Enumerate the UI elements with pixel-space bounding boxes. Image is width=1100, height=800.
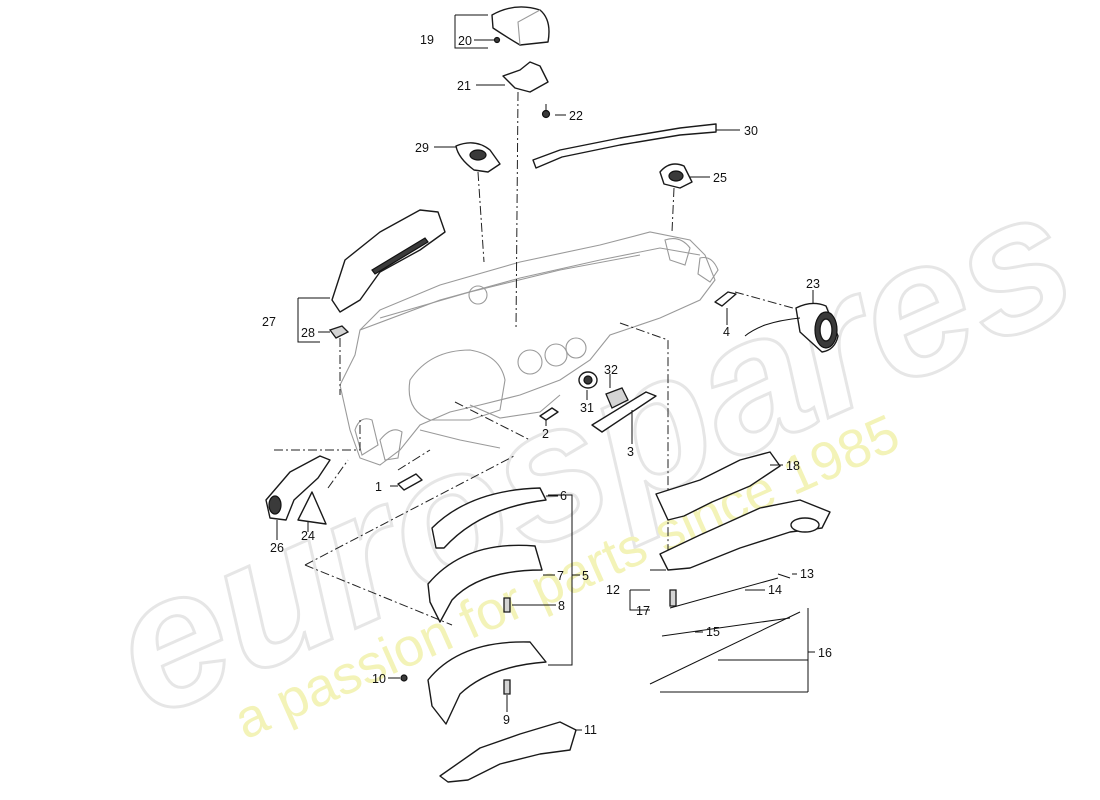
screw-22-part [541, 104, 551, 119]
callout-21: 21 [457, 79, 471, 93]
dashboard-outline [339, 231, 719, 466]
callout-22: 22 [569, 109, 583, 123]
callout-14: 14 [768, 583, 782, 597]
bracket-1-part [397, 473, 423, 491]
cover-6-part [431, 487, 547, 549]
callout-24: 24 [301, 529, 315, 543]
trim-7-part [427, 544, 543, 623]
callout-1: 1 [375, 480, 382, 494]
seal-strip-30-part [532, 123, 717, 169]
callout-13: 13 [800, 567, 814, 581]
callout-5: 5 [582, 569, 589, 583]
callout-20: 20 [458, 34, 472, 48]
callout-2: 2 [542, 427, 549, 441]
callout-29: 29 [415, 141, 429, 155]
lower-carrier-12-part [659, 499, 831, 571]
rod-13-part [777, 573, 791, 579]
callout-6: 6 [560, 489, 567, 503]
callout-12: 12 [606, 583, 620, 597]
callout-26: 26 [270, 541, 284, 555]
clip-28-part [328, 325, 350, 339]
rod-16-part [649, 611, 801, 685]
screw-8-part [503, 597, 511, 613]
side-vent-26-part [265, 455, 331, 521]
callout-17: 17 [636, 604, 650, 618]
callout-18: 18 [786, 459, 800, 473]
callout-10: 10 [372, 672, 386, 686]
corner-trim-24-part [297, 491, 327, 525]
callout-25: 25 [713, 171, 727, 185]
callout-3: 3 [627, 445, 634, 459]
side-vent-25-part [659, 163, 693, 189]
callout-7: 7 [557, 569, 564, 583]
instrument-hood-part [491, 6, 550, 46]
defroster-duct-27-part [331, 209, 446, 313]
screw-10-part [400, 674, 408, 682]
callout-28: 28 [301, 326, 315, 340]
bracket-21-part [502, 61, 549, 93]
callout-15: 15 [706, 625, 720, 639]
callout-9: 9 [503, 713, 510, 727]
callout-11: 11 [584, 723, 597, 737]
callout-27: 27 [262, 315, 276, 329]
screw-9-part [503, 679, 511, 695]
screw-17-part [669, 589, 677, 607]
rod-15-part [661, 617, 791, 637]
callout-16: 16 [818, 646, 832, 660]
callout-8: 8 [558, 599, 565, 613]
assembly-lines [274, 91, 801, 626]
trim-strip-3-part [591, 391, 657, 433]
lower-cover-5-part [427, 641, 547, 725]
callout-labels: 1 2 3 4 5 6 7 8 9 10 11 12 13 14 15 16 1… [262, 33, 832, 737]
bracket-4-part [714, 291, 737, 307]
rod-14-part [669, 577, 779, 609]
callout-4: 4 [723, 325, 730, 339]
clip-20-part [493, 36, 501, 44]
support-bracket-18-part [655, 451, 781, 521]
switch-block-32-part [605, 387, 629, 409]
round-vent-23-part [744, 302, 839, 353]
switch-31-part [578, 371, 598, 389]
callout-32: 32 [604, 363, 618, 377]
leader-lines [276, 14, 815, 731]
callout-23: 23 [806, 277, 820, 291]
callout-31: 31 [580, 401, 594, 415]
bracket-11-part [439, 721, 577, 783]
callout-30: 30 [744, 124, 758, 138]
callout-19: 19 [420, 33, 434, 47]
bracket-2-part [539, 407, 559, 421]
vent-surround-29-part [455, 142, 501, 173]
